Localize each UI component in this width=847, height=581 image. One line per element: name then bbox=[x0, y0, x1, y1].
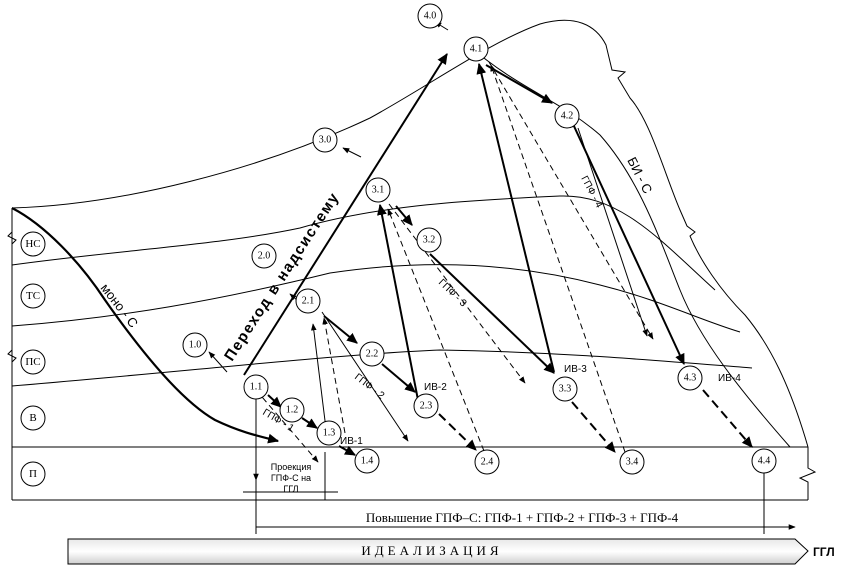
node-3-3: 3.3 bbox=[552, 376, 578, 402]
solid-thin-arrows bbox=[208, 21, 648, 481]
svg-text:2.3: 2.3 bbox=[420, 401, 433, 412]
svg-text:1.0: 1.0 bbox=[189, 340, 202, 351]
node-2-1: 2.1 bbox=[295, 288, 321, 314]
dashed-thick-arrows bbox=[438, 389, 753, 453]
solid-thick-arrows bbox=[243, 53, 685, 456]
gpf2-label: ГПФ - 2 bbox=[352, 372, 386, 402]
level-ticks bbox=[7, 231, 17, 363]
svg-text:П: П bbox=[29, 468, 37, 480]
node-2-3: 2.3 bbox=[413, 393, 439, 419]
svg-text:1.4: 1.4 bbox=[361, 456, 374, 467]
svg-text:3.1: 3.1 bbox=[372, 185, 385, 196]
node-3-2: 3.2 bbox=[416, 227, 442, 253]
level-boundaries bbox=[11, 195, 753, 387]
level-ts: ТС bbox=[20, 283, 46, 309]
svg-text:Проекция: Проекция bbox=[271, 462, 312, 472]
node-1-3: 1.3 bbox=[316, 420, 342, 446]
svg-text:4.1: 4.1 bbox=[470, 44, 483, 55]
node-1-0: 1.0 bbox=[182, 332, 208, 358]
dashed-thin-arrows bbox=[255, 61, 654, 463]
node-1-4: 1.4 bbox=[354, 448, 380, 474]
projection-bracket bbox=[243, 445, 338, 500]
gpf4-label: ГПФ - 4 bbox=[578, 174, 604, 210]
iv1-label: ИВ-1 bbox=[340, 436, 363, 447]
node-4-0: 4.0 bbox=[417, 3, 443, 29]
level-v: В bbox=[20, 405, 46, 431]
level-p: П bbox=[20, 461, 46, 487]
svg-text:ИДЕАЛИЗАЦИЯ: ИДЕАЛИЗАЦИЯ bbox=[361, 543, 502, 558]
boundary-ns-ts bbox=[11, 195, 716, 291]
svg-text:НС: НС bbox=[25, 238, 40, 250]
svg-text:ГГЛ: ГГЛ bbox=[283, 484, 298, 494]
transition-label: Переход в надсистему bbox=[221, 189, 343, 364]
svg-text:В: В bbox=[29, 412, 36, 424]
frame bbox=[11, 208, 817, 501]
ggl-label: ГГЛ bbox=[813, 545, 835, 559]
node-4-4: 4.4 bbox=[751, 448, 777, 474]
svg-text:1.1: 1.1 bbox=[250, 382, 263, 393]
node-1-2: 1.2 bbox=[279, 397, 305, 423]
iv4-label: ИВ-4 bbox=[718, 373, 741, 384]
svg-text:ТС: ТС bbox=[26, 290, 40, 302]
node-1-1: 1.1 bbox=[243, 374, 269, 400]
svg-text:4.0: 4.0 bbox=[424, 11, 437, 22]
svg-text:2.2: 2.2 bbox=[366, 349, 379, 360]
level-labels: НС ТС ПС В П bbox=[20, 231, 46, 487]
node-4-2: 4.2 bbox=[554, 103, 580, 129]
idealization-bar: ИДЕАЛИЗАЦИЯ bbox=[67, 538, 809, 565]
node-3-0: 3.0 bbox=[312, 127, 338, 153]
svg-text:1.3: 1.3 bbox=[323, 428, 336, 439]
svg-text:2.4: 2.4 bbox=[481, 457, 494, 468]
svg-text:ГПФ-С на: ГПФ-С на bbox=[271, 473, 311, 483]
iv3-label: ИВ-3 bbox=[564, 364, 587, 375]
level-ps: ПС bbox=[20, 349, 46, 375]
increase-arrow bbox=[255, 465, 796, 534]
level-ns: НС bbox=[20, 231, 46, 257]
svg-text:3.0: 3.0 bbox=[319, 135, 332, 146]
iv2-label: ИВ-2 bbox=[424, 382, 447, 393]
svg-text:1.2: 1.2 bbox=[286, 405, 299, 416]
gpf3-label: ГПФ - 3 bbox=[436, 277, 469, 309]
svg-text:4.3: 4.3 bbox=[684, 373, 697, 384]
svg-text:4.4: 4.4 bbox=[758, 456, 771, 467]
boundary-ps-v bbox=[11, 349, 753, 387]
svg-text:4.2: 4.2 bbox=[561, 111, 574, 122]
projection-label: Проекция ГПФ-С на ГГЛ bbox=[271, 462, 312, 494]
node-2-0: 2.0 bbox=[251, 243, 277, 269]
svg-text:2.1: 2.1 bbox=[302, 296, 315, 307]
nodes: 4.0 4.1 4.2 3.0 3.1 3.2 3.3 3.4 4.3 4.4 … bbox=[182, 3, 777, 475]
node-2-2: 2.2 bbox=[359, 341, 385, 367]
node-3-4: 3.4 bbox=[619, 449, 645, 475]
svg-text:ПС: ПС bbox=[25, 356, 40, 368]
svg-text:3.4: 3.4 bbox=[626, 457, 639, 468]
mono-c-curve bbox=[11, 207, 280, 444]
node-4-3: 4.3 bbox=[677, 365, 703, 391]
node-2-4: 2.4 bbox=[474, 449, 500, 475]
top-envelope bbox=[11, 19, 809, 448]
svg-text:3.3: 3.3 bbox=[559, 384, 572, 395]
boundary-ts-ps bbox=[11, 264, 741, 333]
mono-c-label: моно - С bbox=[98, 281, 142, 331]
svg-text:3.2: 3.2 bbox=[423, 235, 436, 246]
node-3-1: 3.1 bbox=[365, 177, 391, 203]
increase-label: Повышение ГПФ–С: ГПФ-1 + ГПФ-2 + ГПФ-3 +… bbox=[366, 510, 679, 525]
svg-text:2.0: 2.0 bbox=[258, 251, 271, 262]
node-4-1: 4.1 bbox=[463, 36, 489, 62]
